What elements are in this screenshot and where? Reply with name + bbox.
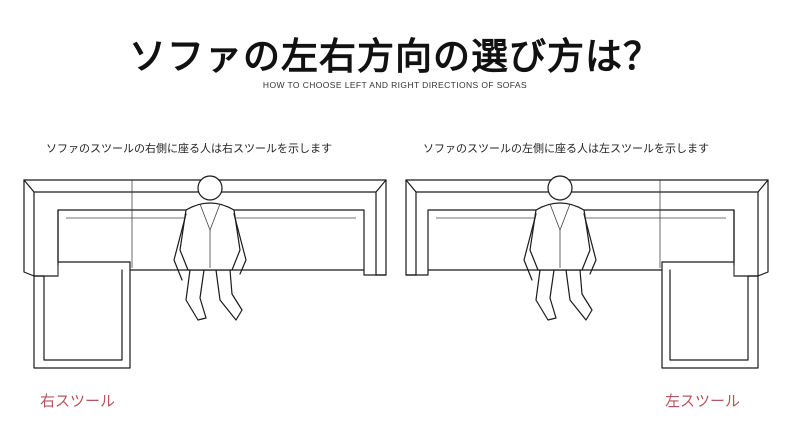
left-stool-label: 左スツール xyxy=(665,392,741,410)
sofa-outline xyxy=(23,179,387,369)
sofa-outline xyxy=(405,179,769,369)
page-subtitle: HOW TO CHOOSE LEFT AND RIGHT DIRECTIONS … xyxy=(262,80,528,90)
right-stool-label: 右スツール xyxy=(40,392,116,410)
page-title: ソファの左右方向の選び方は？ xyxy=(129,35,661,78)
sofa-illustration-right-stool xyxy=(23,175,387,369)
caption-right-stool: ソファのスツールの右側に座る人は右スツールを示します xyxy=(46,142,332,155)
sofa-illustration-left-stool xyxy=(405,175,769,369)
person-figure xyxy=(523,175,597,321)
person-figure xyxy=(173,175,247,321)
caption-left-stool: ソファのスツールの左側に座る人は左スツールを示します xyxy=(423,142,709,155)
